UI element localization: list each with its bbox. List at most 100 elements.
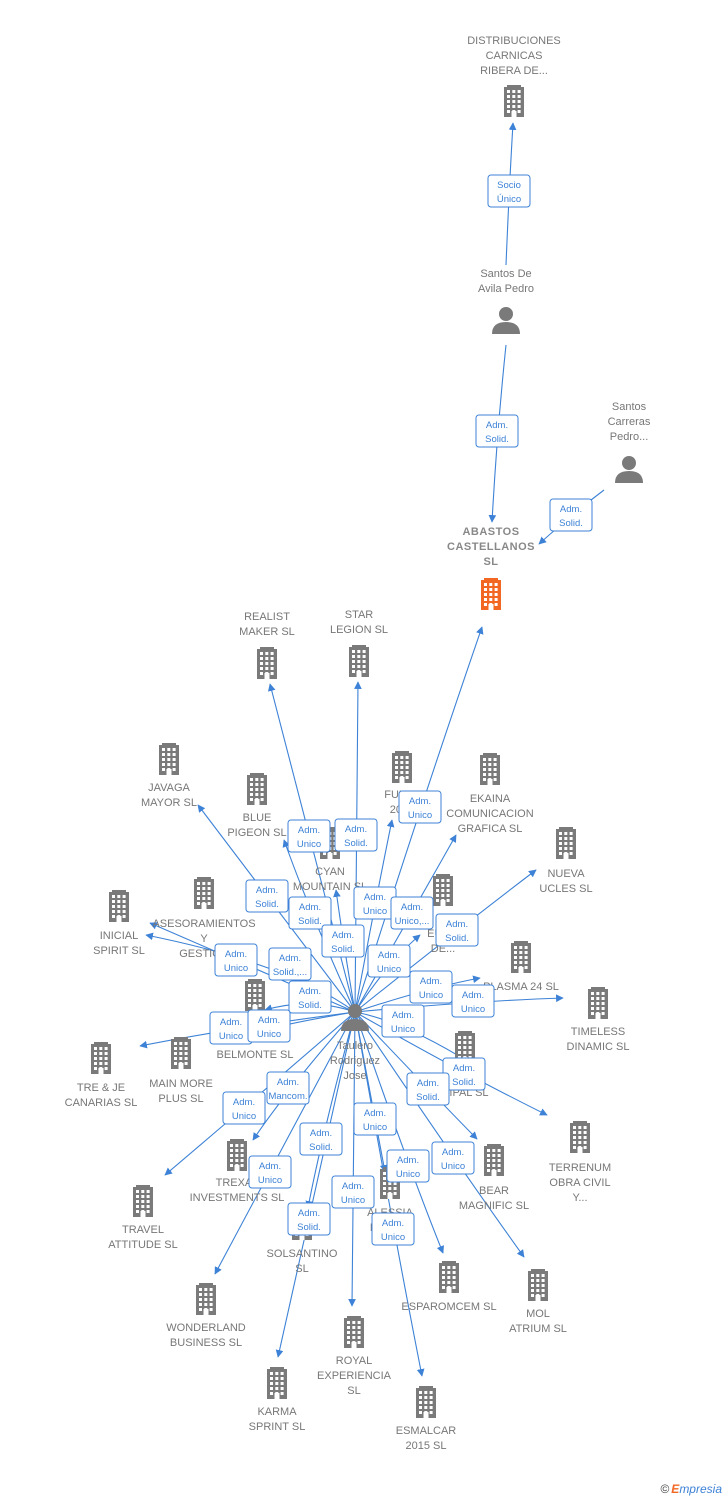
building-icon <box>91 1042 111 1074</box>
edge-label-box <box>371 1212 415 1246</box>
node-label: Santos De <box>480 268 531 280</box>
edge-label-mol: Adm.Unico <box>431 1141 475 1175</box>
edge-label-ekaina: Adm. Unico,... <box>390 896 434 930</box>
node-label: CANARIAS SL <box>65 1097 138 1109</box>
building-icon <box>245 979 265 1011</box>
edge-label-text: Adm. <box>401 902 423 913</box>
building-icon <box>528 1269 548 1301</box>
node-label: ESPAROMCEM SL <box>401 1301 496 1313</box>
edge-label-star: Adm.Solid. <box>334 818 378 852</box>
edge-label-box <box>487 174 531 208</box>
edge-label-box <box>331 1175 375 1209</box>
node-label: OBRA CIVIL <box>549 1177 610 1189</box>
edge-label-text: Adm. <box>310 1128 332 1139</box>
node-label: 2015 SL <box>406 1440 447 1452</box>
edge-label-text: Unico <box>297 839 321 850</box>
building-icon <box>109 890 129 922</box>
node-label: ESMALCAR <box>396 1425 457 1437</box>
node-label: INVESTMENTS SL <box>190 1192 285 1204</box>
edge-label-text: Adm. <box>364 1108 386 1119</box>
edge-label-abastos: Adm.Solid. <box>549 498 593 532</box>
edge-label-solsantino: Adm.Solid. <box>299 1122 343 1156</box>
edge-label-belmonte: Adm.Solid. <box>288 980 332 1014</box>
edge-label-box <box>353 1102 397 1136</box>
building-icon <box>194 877 214 909</box>
node-label: ROYAL <box>336 1355 372 1367</box>
node-label: Pedro... <box>610 431 649 443</box>
node-label: Santos <box>612 401 647 413</box>
node-label: EXPERIENCIA <box>317 1370 392 1382</box>
node-label: Avila Pedro <box>478 283 534 295</box>
edge-label-box <box>367 944 411 978</box>
person-icon <box>341 1004 369 1031</box>
edge-label-text: Socio <box>497 180 521 191</box>
edge-label-box <box>451 984 495 1018</box>
edge-label-text: Adm. <box>220 1017 242 1028</box>
edge-label-abastos: Adm.Unico <box>398 790 442 824</box>
node-label: Carreras <box>608 416 651 428</box>
edge-label-text: Mancom. <box>268 1091 307 1102</box>
edge-label-text: Unico,... <box>395 916 430 927</box>
edge-label-karma: Adm.Solid. <box>287 1202 331 1236</box>
edge-label-box <box>268 947 312 981</box>
edge-label-text: Unico <box>396 1169 420 1180</box>
edge-label-text: Unico <box>363 906 387 917</box>
edge-label-blue: Adm.Solid. <box>288 896 332 930</box>
edge-label-text: Solid. <box>485 434 509 445</box>
edge-label-box <box>406 1072 450 1106</box>
edge-label-text: Adm. <box>342 1181 364 1192</box>
edge-label-tre_je: Adm. Unico <box>209 1011 253 1045</box>
edge-label-alessia: Adm.Unico <box>353 1102 397 1136</box>
node-label: TIMELESS <box>571 1026 625 1038</box>
node-belmonte[interactable]: BELMONTE SL <box>216 979 294 1061</box>
node-label: INICIAL <box>100 930 139 942</box>
node-label: MAYOR SL <box>141 797 197 809</box>
node-label: CASTELLANOS <box>447 541 535 553</box>
edge-label-text: Unico <box>391 1024 415 1035</box>
node-esparomcem[interactable]: ESPAROMCEM SL <box>401 1261 497 1313</box>
node-label: PLASMA 24 SL <box>483 981 559 993</box>
node-bear[interactable]: BEAR MAGNIFIC SL <box>459 1144 529 1212</box>
node-label: GRAFICA SL <box>458 823 523 835</box>
edge-label-text: Solid.,... <box>273 967 307 978</box>
node-label: ABASTOS <box>462 526 519 538</box>
edge-label-text: Adm. <box>298 825 320 836</box>
edge-label-wonderland: Adm.Unico <box>248 1155 292 1189</box>
node-label: MAGNIFIC SL <box>459 1200 529 1212</box>
edge-label-text: Adm. <box>259 1161 281 1172</box>
node-label: ASESORAMIENTOS <box>152 918 255 930</box>
node-santos_de_avila[interactable]: Santos De Avila Pedro <box>478 268 534 334</box>
edge-label-text: Unico <box>219 1031 243 1042</box>
edge-label-text: Adm. <box>453 1063 475 1074</box>
building-icon <box>133 1185 153 1217</box>
edge-label-box <box>475 414 519 448</box>
node-label: SL <box>295 1263 308 1275</box>
node-plasma[interactable]: PLASMA 24 SL <box>483 941 559 993</box>
node-label: BEAR <box>479 1185 509 1197</box>
node-esmalcar[interactable]: ESMALCAR 2015 SL <box>396 1386 457 1452</box>
node-santos_carreras[interactable]: SantosCarrerasPedro... <box>608 401 651 483</box>
